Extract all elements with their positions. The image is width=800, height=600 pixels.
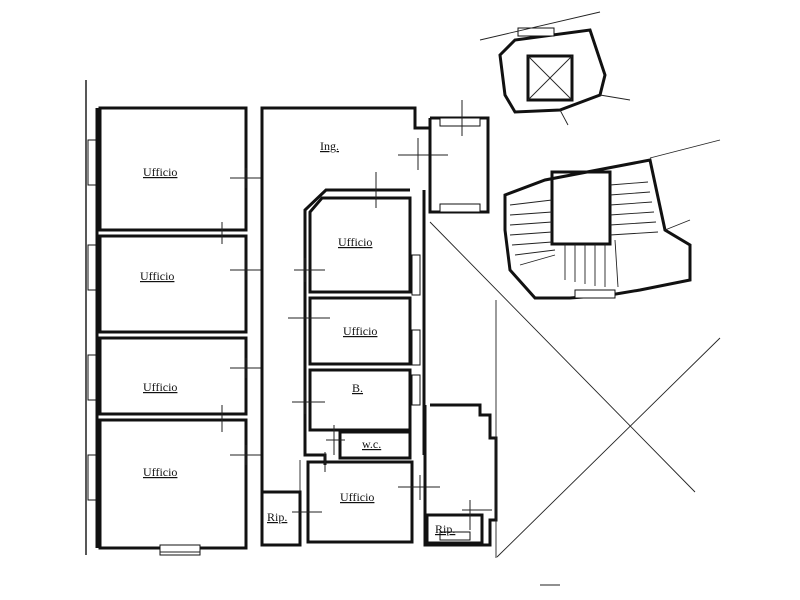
- room-ufficio-5: [308, 196, 412, 294]
- room-ufficio-2: [98, 234, 248, 334]
- room-bagno: [308, 368, 412, 432]
- window-lift: [517, 27, 555, 37]
- stair-treads: [509, 181, 659, 288]
- label-ingresso: Ing.: [320, 139, 339, 153]
- label-ufficio-4: Ufficio: [143, 465, 177, 479]
- label-ufficio-2: Ufficio: [140, 269, 174, 283]
- window-stair: [574, 289, 616, 299]
- left-office-block: [85, 80, 262, 556]
- window-central-1: [411, 254, 421, 296]
- window-bottom: [159, 544, 201, 556]
- room-ripostiglio-2: [425, 513, 484, 545]
- door-marks-left: [221, 168, 262, 465]
- window-left-3: [87, 354, 97, 401]
- room-ufficio-3: [98, 336, 248, 416]
- label-ripostiglio-1: Rip.: [267, 510, 287, 524]
- window-central-3: [411, 374, 421, 406]
- label-wc: w.c.: [362, 437, 381, 451]
- central-rooms: [288, 138, 448, 544]
- window-annex-rip: [439, 531, 471, 541]
- window-left-4: [87, 454, 97, 501]
- stairwell: [503, 139, 721, 300]
- label-ufficio-6: Ufficio: [343, 324, 377, 338]
- window-central-2: [411, 329, 421, 366]
- room-ufficio-7: [306, 460, 414, 544]
- label-ripostiglio-2: Rip.: [435, 522, 455, 536]
- window-annex-top: [439, 117, 481, 127]
- window-annex-bottom: [439, 203, 481, 213]
- window-left-1: [87, 139, 97, 186]
- courtyard: [429, 221, 721, 586]
- room-ripostiglio-1: [260, 490, 302, 547]
- room-wc: [338, 430, 412, 460]
- right-annex: [423, 100, 498, 547]
- label-ufficio-5: Ufficio: [338, 235, 372, 249]
- door-marks-central: [288, 138, 448, 513]
- window-left-2: [87, 244, 97, 291]
- room-ufficio-6: [308, 296, 412, 366]
- lift-shaft: [479, 11, 631, 126]
- label-ufficio-1: Ufficio: [143, 165, 177, 179]
- label-ufficio-7: Ufficio: [340, 490, 374, 504]
- label-bagno: B.: [352, 381, 363, 395]
- label-ufficio-3: Ufficio: [143, 380, 177, 394]
- room-ufficio-4: [98, 418, 248, 550]
